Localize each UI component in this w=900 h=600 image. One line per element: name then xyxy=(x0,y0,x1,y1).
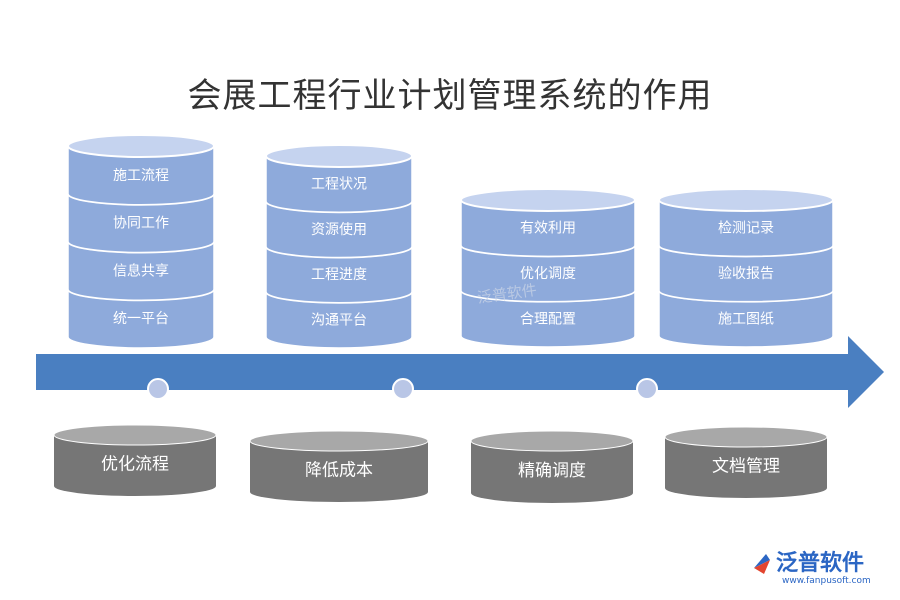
stack-layer: 工程状况 xyxy=(265,144,413,213)
base-cylinder-2: 降低成本 xyxy=(249,430,429,502)
base-label: 优化流程 xyxy=(101,455,169,475)
base-label: 精确调度 xyxy=(518,461,586,481)
stack-layer-label: 施工流程 xyxy=(113,168,169,184)
timeline-dot xyxy=(636,378,658,400)
logo-url: www.fanpusoft.com xyxy=(782,576,871,586)
data-stack-4: 施工图纸 验收报告 检测记录 xyxy=(658,188,834,348)
stack-layer: 检测记录 xyxy=(658,188,834,258)
timeline-dot xyxy=(392,378,414,400)
stack-layer-label: 信息共享 xyxy=(113,262,169,279)
stack-layer-label: 检测记录 xyxy=(718,221,774,237)
brand-logo: 泛普软件 www.fanpusoft.com xyxy=(754,550,871,586)
base-cylinder-4: 文档管理 xyxy=(664,426,828,498)
data-stack-1: 统一平台 信息共享 协同工作 施工流程 xyxy=(67,134,215,349)
base-label: 降低成本 xyxy=(305,461,373,481)
stack-layer-label: 协同工作 xyxy=(113,216,169,232)
logo-name: 泛普软件 xyxy=(776,550,864,576)
base-cylinder-1: 优化流程 xyxy=(53,424,217,496)
base-cylinder-3: 精确调度 xyxy=(470,430,634,503)
fanpu-logo-icon xyxy=(754,554,770,574)
timeline-dot xyxy=(147,378,169,400)
data-stack-3: 合理配置 优化调度 有效利用 xyxy=(460,188,636,348)
stack-layer-label: 工程状况 xyxy=(311,177,367,193)
page-title: 会展工程行业计划管理系统的作用 xyxy=(187,76,713,116)
stack-layer: 施工流程 xyxy=(67,134,215,206)
stack-layer-label: 施工图纸 xyxy=(718,311,774,327)
stack-layer-label: 沟通平台 xyxy=(311,312,367,328)
stack-layer-label: 有效利用 xyxy=(520,221,576,237)
data-stack-2: 沟通平台 工程进度 资源使用 工程状况 xyxy=(265,144,413,349)
base-label: 文档管理 xyxy=(712,457,780,477)
stack-layer-label: 优化调度 xyxy=(520,266,576,282)
stack-layer: 有效利用 xyxy=(460,188,636,258)
stack-layer-label: 验收报告 xyxy=(718,266,774,282)
stack-layer-label: 工程进度 xyxy=(311,267,367,283)
stack-layer-label: 统一平台 xyxy=(113,311,169,327)
stack-layer-label: 合理配置 xyxy=(520,311,576,327)
stack-layer-label: 资源使用 xyxy=(311,221,367,238)
timeline-arrow xyxy=(36,336,884,408)
